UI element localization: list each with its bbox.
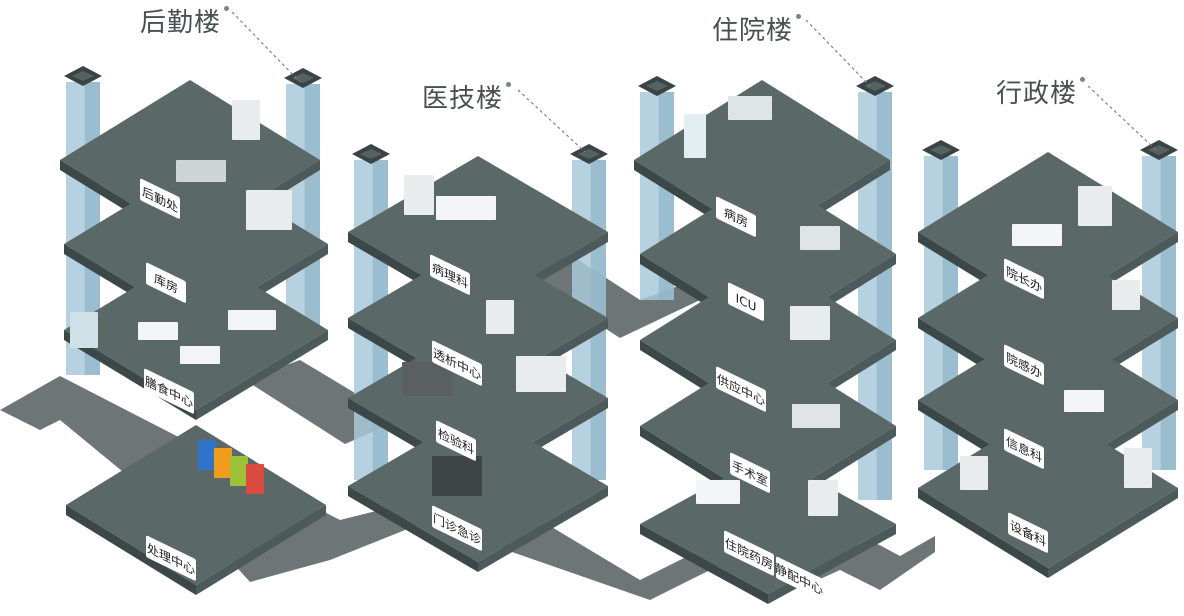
- bin-orange: [214, 448, 232, 478]
- column-cap-inner: [1148, 145, 1170, 155]
- column-cap-inner: [72, 71, 94, 81]
- leader-line-admin: [1087, 85, 1157, 151]
- column-cap-inner: [864, 81, 886, 91]
- serving-table: [228, 310, 276, 330]
- floor-label-bg: [430, 254, 470, 295]
- cabinet: [684, 114, 706, 158]
- title-dot: [506, 82, 512, 87]
- leader-line-logistics: [231, 11, 301, 83]
- floor-top: [918, 238, 1178, 398]
- operating-table: [792, 404, 840, 428]
- floor-label-bg: [436, 420, 476, 461]
- building-title-logistics: 后勤楼: [140, 2, 230, 39]
- floor-label-bg: [776, 556, 822, 600]
- icu-bed: [800, 226, 840, 250]
- office-desk: [1012, 224, 1062, 246]
- lab-bench: [436, 196, 496, 220]
- floor-label-bg: [140, 178, 180, 219]
- floor-top: [918, 408, 1178, 568]
- building-title-logistics-text: 后勤楼: [140, 8, 222, 38]
- column-cap-inner: [646, 81, 668, 91]
- server-rack: [1078, 186, 1112, 226]
- floor-admin-4: [918, 408, 1178, 578]
- floor-side-right: [478, 486, 608, 572]
- title-dot: [224, 6, 230, 11]
- floor-label-bg: [716, 366, 766, 412]
- locker: [70, 312, 98, 348]
- building-title-admin-text: 行政楼: [996, 79, 1078, 109]
- counter: [432, 456, 482, 496]
- floor-side-left: [348, 486, 478, 572]
- storage: [486, 300, 514, 334]
- floor-label-bg: [1004, 428, 1044, 469]
- building-title-medtech: 医技楼: [422, 78, 512, 115]
- analyzer: [402, 362, 452, 396]
- cabinet: [232, 100, 260, 140]
- floor-label-bg: [1004, 258, 1044, 299]
- lab-cabinet: [404, 175, 434, 215]
- floor-label-bg: [728, 282, 764, 321]
- floor-label-bg: [716, 196, 756, 237]
- floor-top: [640, 174, 896, 334]
- column-shade: [876, 92, 892, 500]
- floor-top: [640, 260, 896, 420]
- floor-label-bg: [1004, 344, 1044, 385]
- dining-table: [138, 322, 178, 340]
- building-title-medtech-text: 医技楼: [422, 84, 504, 114]
- bin-green: [230, 456, 248, 486]
- bed: [728, 96, 772, 120]
- printer: [1112, 280, 1140, 310]
- floor-label-bg: [144, 368, 194, 414]
- floor-label-bg: [146, 262, 186, 303]
- column-cap-inner: [578, 149, 600, 159]
- corridor-medtech-inpatient: [515, 248, 700, 338]
- title-dot: [1080, 77, 1086, 82]
- shelf: [246, 190, 292, 230]
- floor-label-bg: [1008, 512, 1048, 553]
- desk: [176, 160, 226, 182]
- pharmacy-counter: [696, 480, 740, 504]
- floor-top: [918, 320, 1178, 480]
- title-dot: [796, 14, 802, 19]
- medicine-shelf: [808, 480, 838, 516]
- floor-side-left: [918, 488, 1048, 578]
- leader-line-medtech: [517, 89, 586, 153]
- supply-rack: [790, 306, 830, 340]
- floor-label-bg: [146, 535, 196, 581]
- floor-side-right: [1048, 488, 1178, 578]
- column-cap-inner: [292, 73, 314, 83]
- floor-top: [64, 250, 328, 410]
- floor-label-bg: [432, 505, 482, 551]
- dining-table: [180, 346, 220, 364]
- it-desk: [1064, 390, 1104, 412]
- floor-label-bg: [724, 530, 774, 576]
- floor-label-bg: [432, 340, 482, 386]
- column-shade: [304, 84, 320, 330]
- reagent-shelf: [516, 356, 566, 392]
- floor-side-right: [196, 505, 326, 595]
- floor-label-inpatient-1: ICU: [728, 282, 764, 321]
- floor-top: [640, 346, 896, 506]
- leader-line-inpatient: [805, 19, 871, 87]
- equipment: [960, 456, 988, 490]
- kiosk: [1124, 448, 1152, 488]
- floor-side-left: [640, 524, 768, 604]
- floor-label-logistics-1: 库房: [146, 262, 186, 303]
- bin-red: [246, 464, 264, 494]
- bin-blue: [198, 440, 216, 470]
- column-cap-inner: [930, 145, 952, 155]
- building-title-inpatient-text: 住院楼: [712, 16, 794, 46]
- floor-label-inpatient-0: 病房: [716, 196, 756, 237]
- floor-side-left: [66, 505, 196, 595]
- floor-label-bg: [730, 452, 770, 493]
- floor-side-right: [196, 330, 328, 420]
- building-title-inpatient: 住院楼: [712, 10, 802, 47]
- column-cap-inner: [360, 149, 382, 159]
- building-title-admin: 行政楼: [996, 73, 1086, 110]
